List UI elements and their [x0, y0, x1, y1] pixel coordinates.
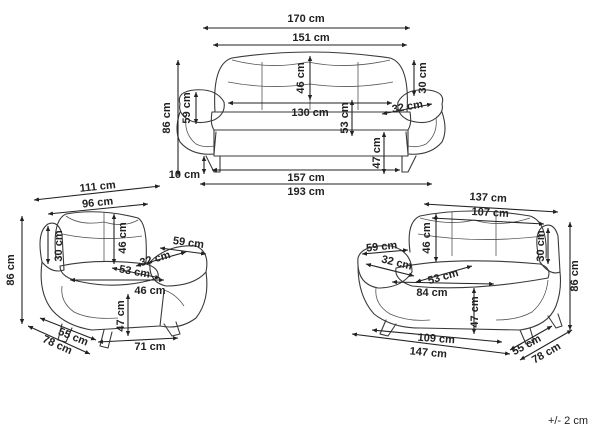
sofa2-drawing	[357, 210, 563, 345]
armchair-width-total-label: 111 cm	[79, 179, 116, 195]
sofa3-base-height-label: 47 cm	[371, 137, 383, 168]
sofa3-arm-front-height-label: 59 cm	[181, 92, 193, 123]
sofa2-arm-height-label: 30 cm	[535, 230, 547, 261]
sofa3-backrest-height-label: 46 cm	[295, 62, 307, 93]
sofa3-base-width-label: 157 cm	[287, 172, 325, 184]
sofa3-leg-height-label: 10 cm	[169, 169, 200, 181]
armchair-arm-width-label: 32 cm	[139, 249, 173, 269]
armchair-height-total-label: 86 cm	[5, 254, 17, 285]
armchair-seat-depth-label: 46 cm	[134, 285, 165, 297]
sofa3-width-total-label: 170 cm	[287, 13, 325, 25]
sofa3-seat-height-label: 53 cm	[339, 102, 351, 133]
armchair-arm-front-height-label: 59 cm	[172, 235, 205, 251]
sofa3-width-inner-label: 151 cm	[292, 32, 330, 44]
sofa2-arm-front-height-label: 59 cm	[366, 239, 398, 254]
sofa2-seat-height-label: 53 cm	[427, 267, 461, 287]
armchair-arm-height-label: 30 cm	[53, 230, 65, 261]
armchair-dimensions: 111 cm 96 cm 46 cm 30 cm 86 cm 59 cm 32 …	[5, 179, 207, 357]
sofa2-arm-width-label: 32 cm	[380, 253, 413, 272]
sofa3-dimensions: 170 cm 151 cm 46 cm 30 cm 86 cm 59 cm 13…	[161, 13, 433, 198]
sofa2-total-width-label: 147 cm	[409, 345, 447, 360]
sofa2-height-total-label: 86 cm	[569, 260, 581, 291]
armchair-base-width-label: 71 cm	[134, 341, 165, 353]
sofa3-arm-width-label: 32 cm	[391, 98, 424, 115]
sofa2-width-inner-label: 107 cm	[471, 206, 509, 220]
armchair-base-height-label: 47 cm	[115, 300, 127, 331]
sofa2-base-height-label: 47 cm	[469, 296, 481, 327]
armchair-seat-height-label: 53 cm	[118, 263, 151, 280]
sofa3-arm-height-label: 30 cm	[417, 62, 429, 93]
sofa3-total-width-label: 193 cm	[287, 186, 325, 198]
sofa3-height-total-label: 86 cm	[161, 102, 173, 133]
tolerance-note: +/- 2 cm	[548, 415, 588, 427]
sofa2-backrest-height-label: 46 cm	[421, 222, 433, 253]
sofa3-seat-width-label: 130 cm	[291, 107, 329, 119]
armchair-backrest-height-label: 46 cm	[117, 222, 129, 253]
armchair-width-inner-label: 96 cm	[82, 195, 114, 210]
sofa2-width-total-label: 137 cm	[469, 191, 507, 205]
sofa2-seat-width-label: 84 cm	[416, 287, 447, 299]
